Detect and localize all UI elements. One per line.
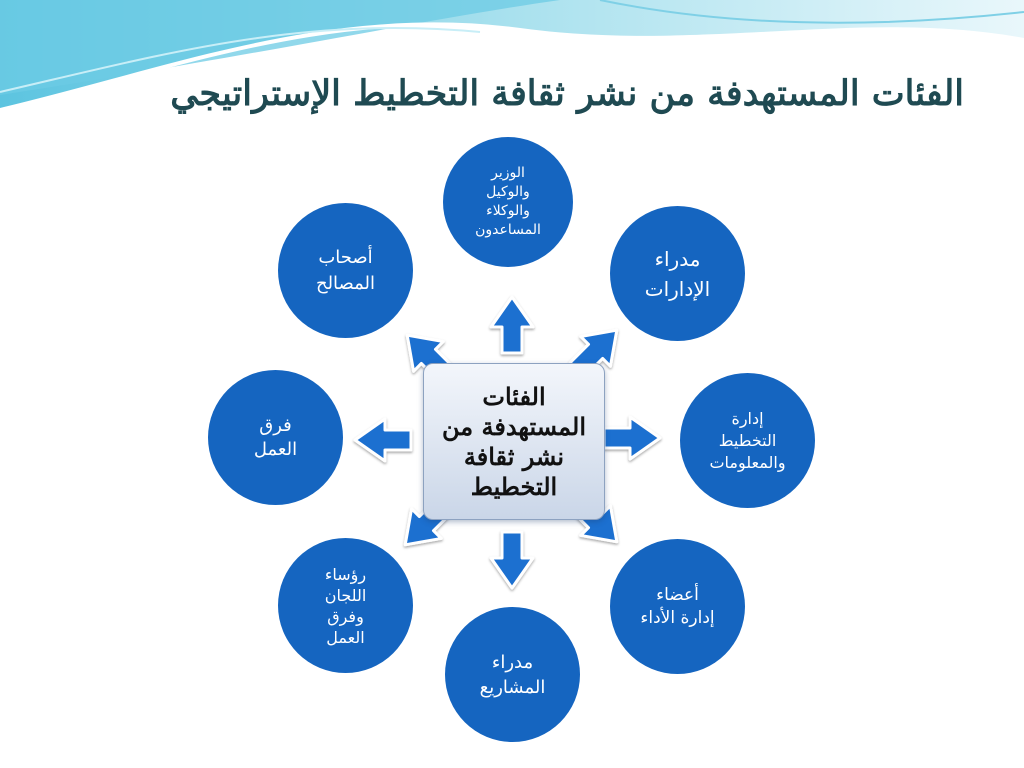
node-stakeholders: أصحاب المصالح (278, 203, 413, 338)
node-planning-info: إدارة التخطيط والمعلومات (680, 373, 815, 508)
node-performance-label: أعضاء إدارة الأداء (640, 584, 715, 628)
node-planning-info-label: إدارة التخطيط والمعلومات (709, 408, 786, 472)
page-title: الفئات المستهدفة من نشر ثقافة التخطيط ال… (170, 73, 964, 114)
node-projects: مدراء المشاريع (445, 607, 580, 742)
node-committees-label: رؤساء اللجان وفرق العمل (324, 564, 367, 647)
center-box: الفئات المستهدفة من نشر ثقافة التخطيط (423, 363, 605, 520)
node-directors: مدراء الإدارات (610, 206, 745, 341)
arrow-down (489, 530, 535, 590)
node-projects-label: مدراء المشاريع (479, 651, 546, 698)
arrow-left (353, 417, 413, 463)
node-performance: أعضاء إدارة الأداء (610, 539, 745, 674)
header-waves (0, 0, 1024, 112)
arrow-right (602, 415, 662, 461)
arrow-up (489, 295, 535, 355)
node-minister: الوزير والوكيل والوكلاء المساعدون (443, 137, 573, 267)
node-directors-label: مدراء الإدارات (644, 246, 711, 301)
center-label: الفئات المستهدفة من نشر ثقافة التخطيط (442, 381, 586, 501)
node-minister-label: الوزير والوكيل والوكلاء المساعدون (475, 165, 541, 238)
node-work-teams-label: فرق العمل (253, 414, 298, 460)
node-work-teams: فرق العمل (208, 370, 343, 505)
node-stakeholders-label: أصحاب المصالح (315, 246, 376, 294)
node-committees: رؤساء اللجان وفرق العمل (278, 538, 413, 673)
